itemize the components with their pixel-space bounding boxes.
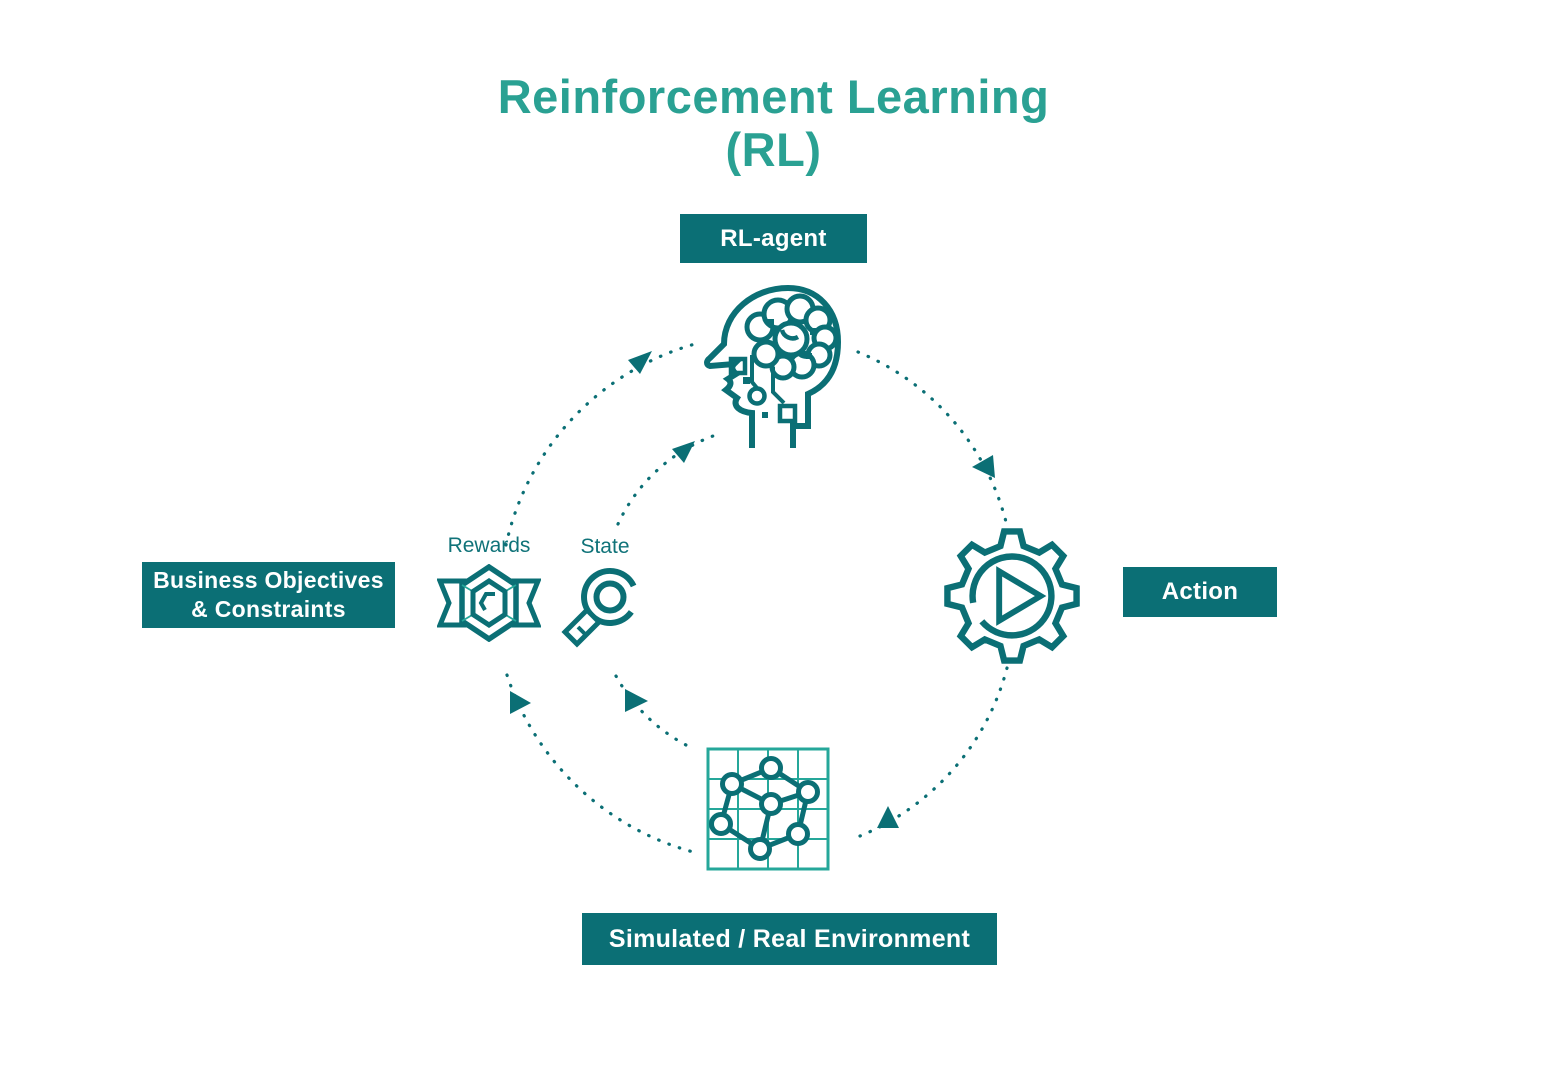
gear-play-icon <box>944 528 1080 664</box>
arc-action-to-environment <box>858 666 1009 838</box>
page-title: Reinforcement Learning (RL) <box>0 70 1547 176</box>
environment-label-box: Simulated / Real Environment <box>582 913 997 965</box>
action-label: Action <box>1161 578 1239 605</box>
state-label: State <box>580 535 630 558</box>
objectives-label: Business Objectives & Constraints <box>153 566 384 624</box>
objectives-line-2: & Constraints <box>191 596 346 622</box>
title-line-2: (RL) <box>725 123 822 176</box>
rewards-label: Rewards <box>447 534 531 557</box>
agent-label-box: RL-agent <box>680 214 867 263</box>
arrowhead-agent-to-action <box>972 455 995 478</box>
objectives-line-1: Business Objectives <box>153 567 384 593</box>
title-line-1: Reinforcement Learning <box>497 70 1050 123</box>
agent-label: RL-agent <box>720 224 827 252</box>
head-brain-circuit-icon <box>704 284 842 448</box>
magnifier-icon <box>561 567 637 648</box>
arc-environment-to-rewards <box>505 673 699 855</box>
arc-environment-to-state <box>614 674 688 747</box>
arrowhead-rewards-to-agent <box>628 351 652 374</box>
arrowhead-state-to-agent <box>672 441 695 463</box>
arc-agent-to-action <box>856 350 1012 542</box>
arc-rewards-to-agent <box>504 342 697 547</box>
environment-label: Simulated / Real Environment <box>608 924 971 953</box>
arrowhead-environment-to-rewards <box>510 691 531 714</box>
arc-state-to-agent <box>616 434 715 526</box>
award-badge-icon <box>437 564 541 642</box>
arrowhead-environment-to-state <box>625 689 648 712</box>
objectives-label-box: Business Objectives & Constraints <box>142 562 395 628</box>
action-label-box: Action <box>1123 567 1277 617</box>
cube-network-grid-icon <box>706 747 830 871</box>
arrowhead-action-to-environment <box>877 806 899 828</box>
